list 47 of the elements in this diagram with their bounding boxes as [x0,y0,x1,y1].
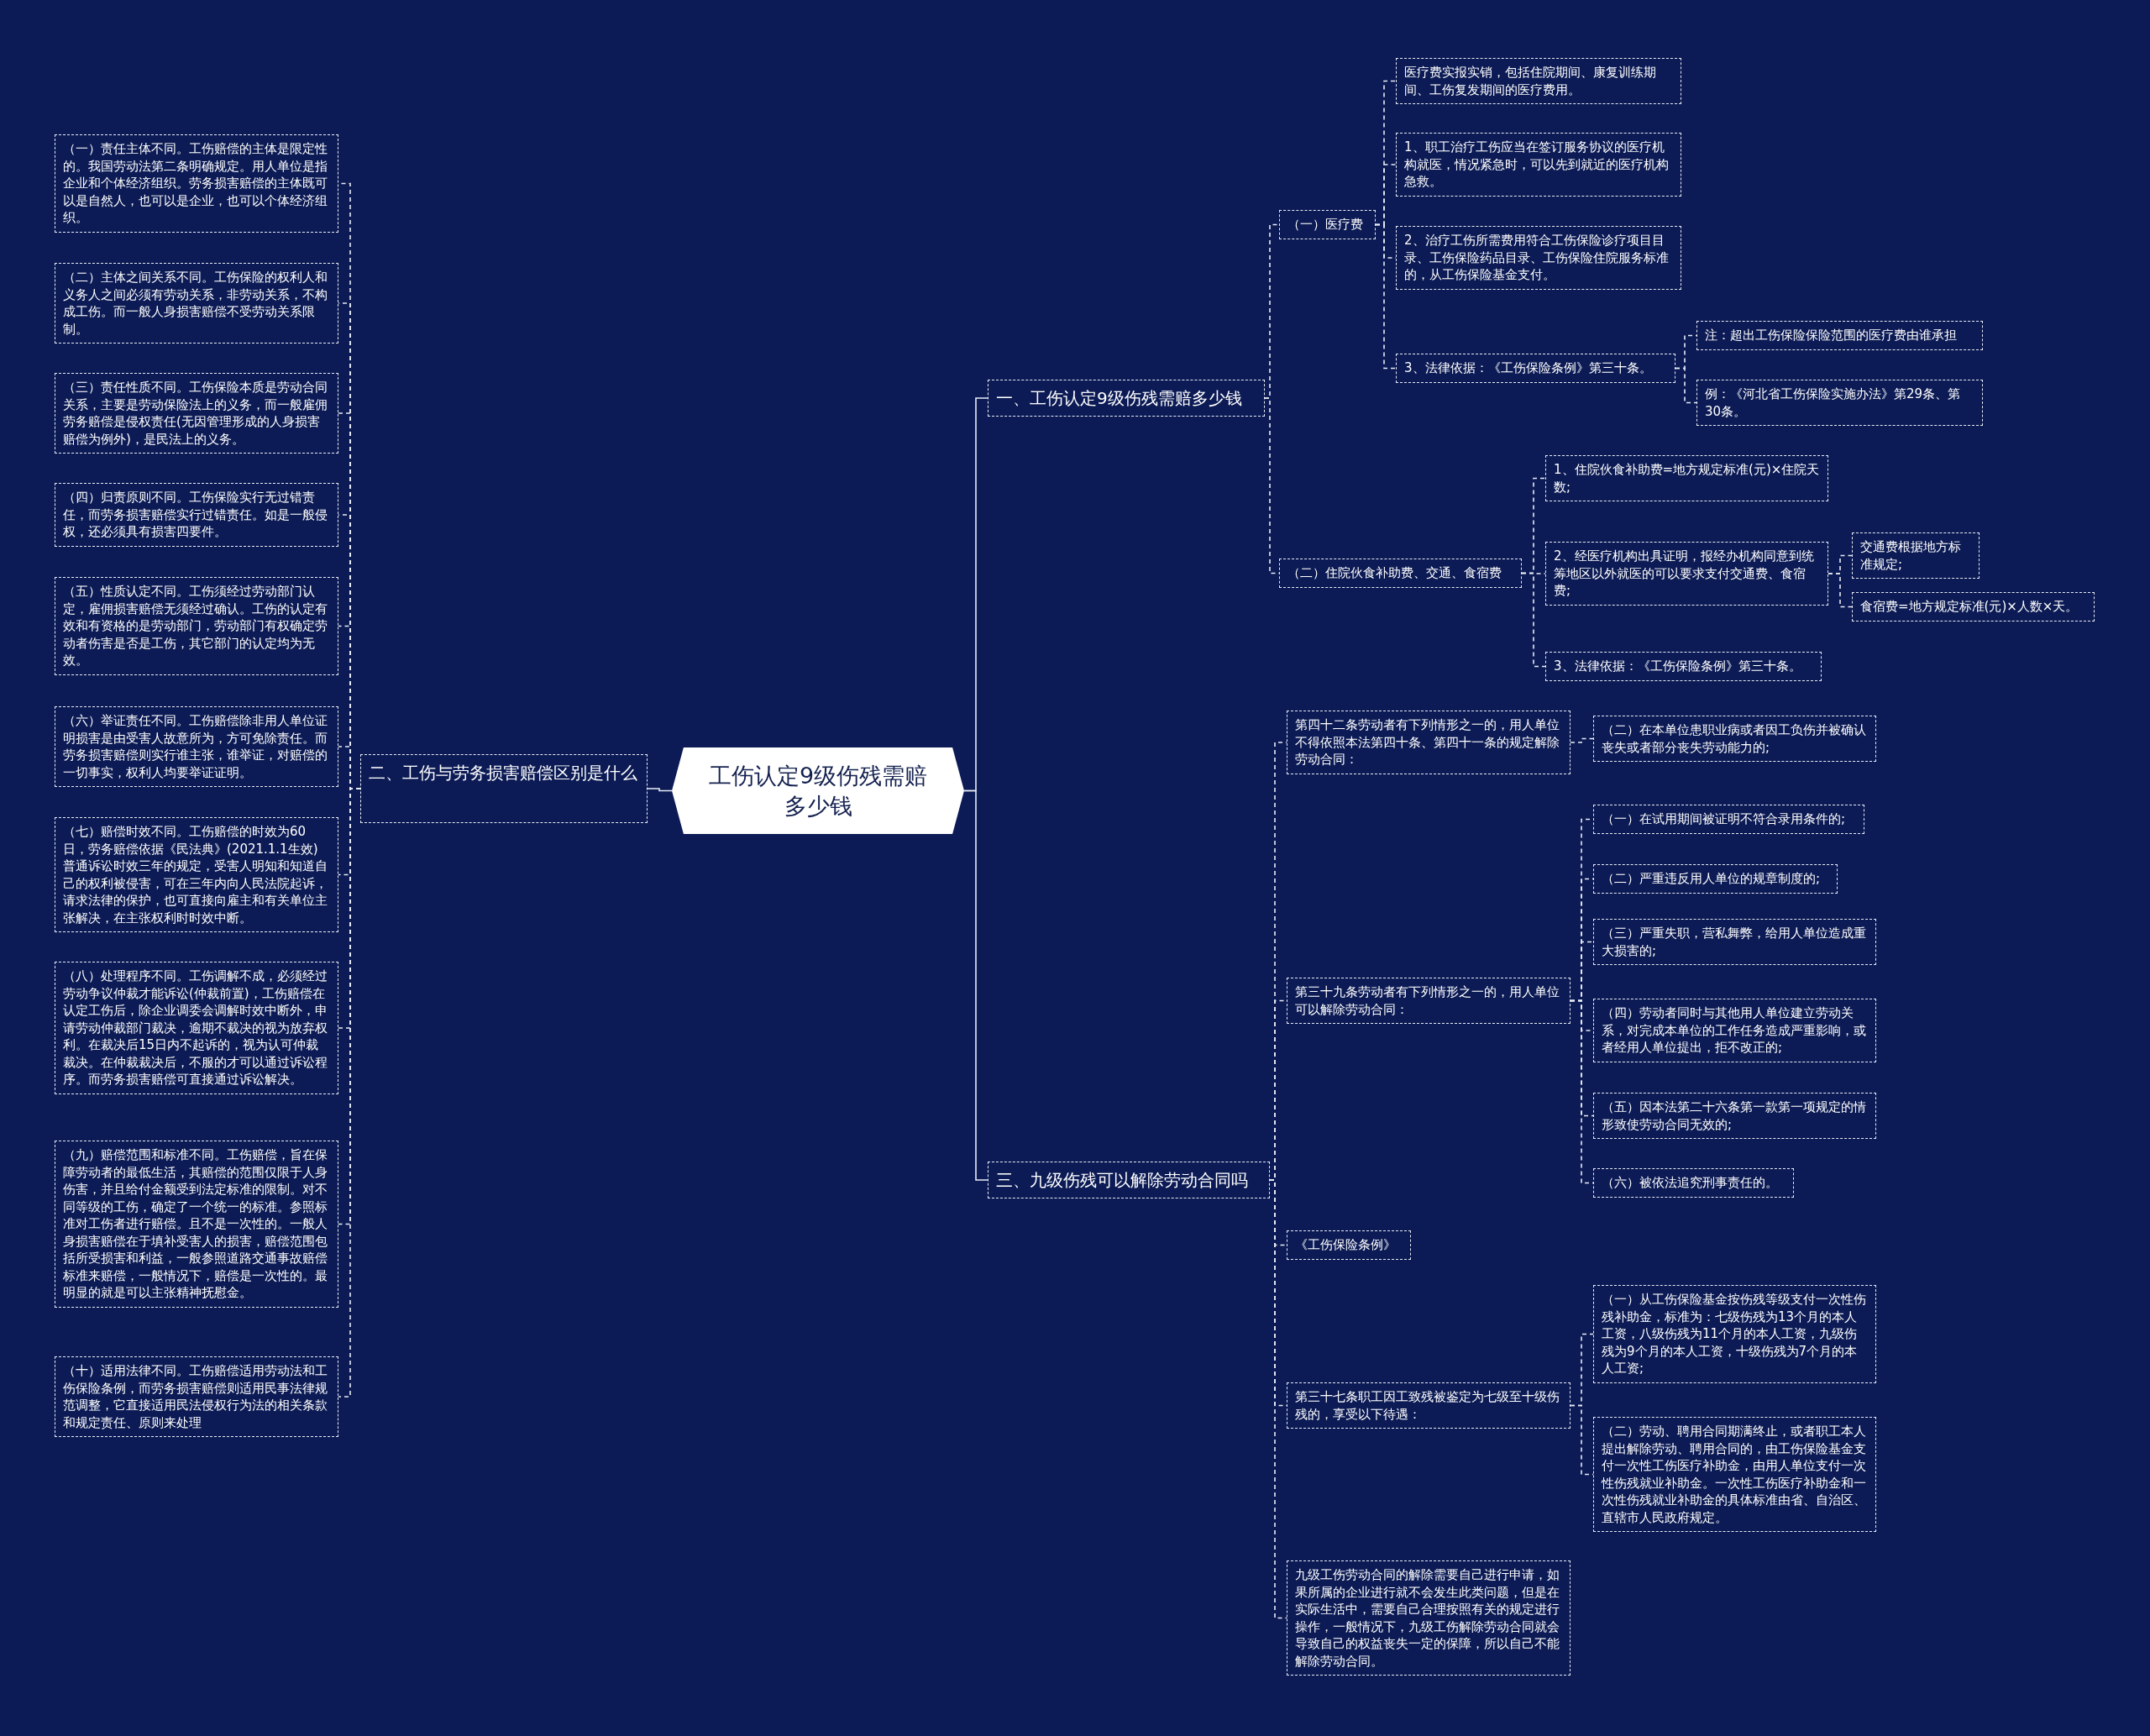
topic-box: （一）在试用期间被证明不符合录用条件的; [1593,805,1864,834]
connector-line [1521,572,1546,668]
topic-box: （五）因本法第二十六条第一款第一项规定的情形致使劳动合同无效的; [1593,1093,1876,1139]
connector-line [647,788,673,792]
topic-box: （三）严重失职，营私舞弊，给用人单位造成重大损害的; [1593,919,1876,965]
connector-line [1570,737,1594,743]
topic-box: （四）劳动者同时与其他用人单位建立劳动关系，对完成本单位的工作任务造成严重影响，或者经用人单位提出，拒不改正的; [1593,999,1876,1062]
topic-box: 注：超出工伤保险保险范围的医疗费由谁承担 [1696,321,1983,350]
topic-box: 3、法律依据：《工伤保险条例》第三十条。 [1545,652,1822,681]
topic-box: 2、经医疗机构出具证明，报经办机构同意到统筹地区以外就医的可以要求支付交通费、食宿费; [1545,542,1828,606]
topic-box: （二）主体之间关系不同。工伤保险的权利人和义务人之间必须有劳动关系，非劳动关系，不构成工伤。而一般人身损害赔偿不受劳动关系限制。 [55,263,338,344]
topic-box: 二、工伤与劳务损害赔偿区别是什么 [360,754,648,823]
topic-box: 例：《河北省工伤保险实施办法》第29条、第30条。 [1696,380,1983,426]
topic-box: （一）医疗费 [1279,210,1376,239]
topic-box: 三、九级伤残可以解除劳动合同吗 [988,1162,1270,1198]
topic-box: 《工伤保险条例》 [1287,1230,1411,1260]
topic-box: 2、治疗工伤所需费用符合工伤保险诊疗项目目录、工伤保险药品目录、工伤保险住院服务标准的，从工伤保险基金支付。 [1396,226,1681,290]
topic-box: （一）从工伤保险基金按伤残等级支付一次性伤残补助金，标准为：七级伤残为13个月的本人工资，八级伤残为11个月的本人工资，九级伤残为9个月的本人工资，十级伤残为7个月的本人工资; [1593,1285,1876,1383]
topic-box: 九级工伤劳动合同的解除需要自己进行申请，如果所属的企业进行就不会发生此类问题，但是在实际生活中，需要自己合理按照有关的规定进行操作，一般情况下，九级工伤解除劳动合同就会导致自己的权益丧失一定的保障，所以自己不能解除劳动合同。 [1287,1560,1571,1676]
topic-box: 1、职工治疗工伤应当在签订服务协议的医疗机构就医，情况紧急时，可以先到就近的医疗机构急救。 [1396,133,1681,197]
topic-box: （九）赔偿范围和标准不同。工伤赔偿，旨在保障劳动者的最低生活，其赔偿的范围仅限于人身伤害，并且给付金额受到法定标准的限制。对不同等级的工伤，确定了一个统一的标准。参照标准对工伤者进行赔偿。且不是一次性的。一般人身损害赔偿在于填补受害人的损害，赔偿范围包括所受损害和利益，一般参照道路交通事故赔偿标准来赔偿，一般情况下，赔偿是一次性的。最明显的就是可以主张精神抚慰金。 [55,1141,338,1308]
topic-box: （七）赔偿时效不同。工伤赔偿的时效为60日，劳务赔偿依据《民法典》(2021.1.1生效)普通诉讼时效三年的规定，受害人明知和知道自己的权利被侵害，可在三年内向人民法院起诉，请求法律的保护，也可直接向雇主和有关单位主张解决，在主张权利时时效中断。 [55,817,338,932]
topic-box: （三）责任性质不同。工伤保险本质是劳动合同关系，主要是劳动保险法上的义务，而一般雇佣劳务赔偿是侵权责任(无因管理形成的人身损害赔偿为例外)，是民法上的义务。 [55,373,338,454]
connector-line [963,789,988,1181]
topic-box: （十）适用法律不同。工伤赔偿适用劳动法和工伤保险条例，而劳务损害赔偿则适用民事法律规范调整，它直接适用民法侵权行为法的相关条款和规定责任、原则来处理 [55,1356,338,1437]
topic-box: （二）住院伙食补助费、交通、食宿费 [1279,559,1522,588]
connector-line [1375,223,1397,370]
topic-box: （二）在本单位患职业病或者因工负伤并被确认丧失或者部分丧失劳动能力的; [1593,716,1876,762]
topic-box: 一、工伤认定9级伤残需赔多少钱 [988,380,1265,417]
topic-box: （六）被依法追究刑事责任的。 [1593,1168,1794,1198]
topic-box: （二）劳动、聘用合同期满终止，或者职工本人提出解除劳动、聘用合同的，由工伤保险基金支付一次性工伤医疗补助金，由用人单位支付一次性伤残就业补助金。一次性工伤医疗补助金和一次性伤残就业补助金的具体标准由省、自治区、直辖市人民政府规定。 [1593,1417,1876,1532]
topic-box: 交通费根据地方标准规定; [1852,532,1980,579]
topic-box: （八）处理程序不同。工伤调解不成，必须经过劳动争议仲裁才能诉讼(仲裁前置)，工伤赔偿在认定工伤后，除企业调委会调解时效中断外，申请劳动仲裁部门裁决，逾期不裁决的视为放弃权利。在裁决后15日内不起诉的，视为认可仲裁裁决。在仲裁裁决后，不服的才可以通过诉讼程序。而劳务损害赔偿可直接通过诉讼解决。 [55,962,338,1094]
topic-box: （五）性质认定不同。工伤须经过劳动部门认定，雇佣损害赔偿无须经过确认。工伤的认定有效和有资格的是劳动部门，劳动部门有权确定劳动者伤害是否是工伤，其它部门的认定均为无效。 [55,577,338,675]
topic-box: （六）举证责任不同。工伤赔偿除非用人单位证明损害是由受害人故意所为，方可免除责任。而劳务损害赔偿则实行谁主张，谁举证，对赔偿的一切事实，权利人均要举证证明。 [55,706,338,787]
topic-box: 1、住院伙食补助费=地方规定标准(元)×住院天数; [1545,455,1828,501]
connector-line [1675,367,1697,404]
topic-box: 第四十二条劳动者有下列情形之一的，用人单位不得依照本法第四十条、第四十一条的规定解除劳动合同： [1287,711,1571,774]
connector-line [1828,573,1853,608]
topic-box: 3、法律依据：《工伤保险条例》第三十条。 [1396,354,1675,383]
topic-box: （二）严重违反用人单位的规章制度的; [1593,864,1838,894]
topic-box: 食宿费=地方规定标准(元)×人数×天。 [1852,592,2095,621]
topic-box: 医疗费实报实销，包括住院期间、康复训练期间、工伤复发期间的医疗费用。 [1396,58,1681,104]
topic-box: 第三十九条劳动者有下列情形之一的，用人单位可以解除劳动合同： [1287,978,1571,1024]
topic-box: （四）归责原则不同。工伤保险实行无过错责任，而劳务损害赔偿实行过错责任。如是一般侵权，还必须具有损害四要件。 [55,483,338,547]
topic-box: （一）责任主体不同。工伤赔偿的主体是限定性的。我国劳动法第二条明确规定。用人单位是指企业和个体经济组织。劳务损害赔偿的主体既可以是自然人，也可以是企业，也可以个体经济组织。 [55,134,338,233]
topic-box: 第三十七条职工因工致残被鉴定为七级至十级伤残的，享受以下待遇： [1287,1382,1571,1429]
